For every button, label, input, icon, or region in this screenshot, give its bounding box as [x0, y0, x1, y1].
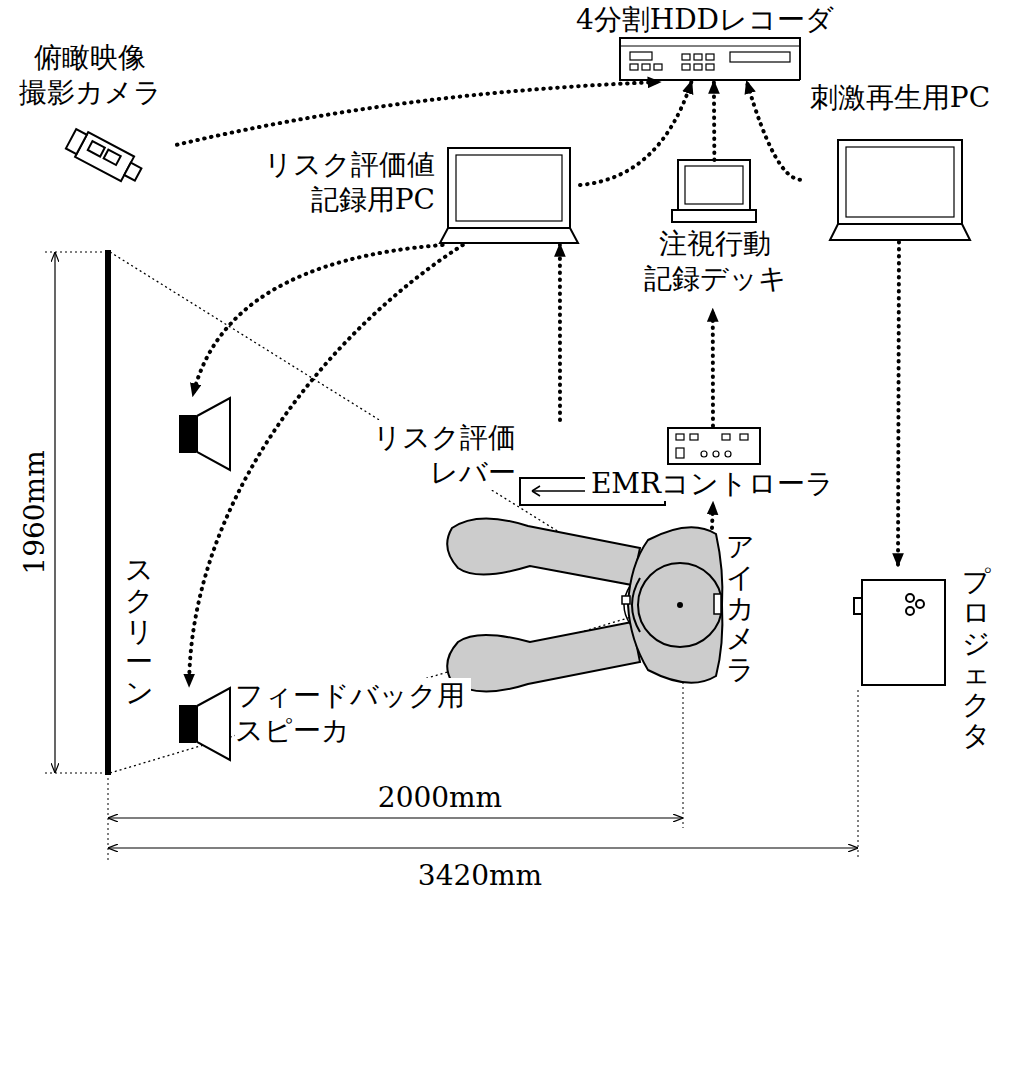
extension-lines [45, 252, 858, 860]
speaker-icon [180, 398, 230, 760]
device-node: 刺激再生用PC [800, 78, 1002, 242]
screen-line [105, 250, 111, 775]
device-label: 俯瞰映像 撮影カメラ [5, 40, 175, 110]
device-label: 4分割HDDレコーダ [560, 2, 850, 37]
signal-connector [711, 310, 715, 426]
signal-connector [896, 242, 901, 565]
dimension-label: 3420mm [360, 858, 600, 893]
device-node: EMRコントローラ [585, 426, 842, 503]
device-label: プロジェクタ [962, 567, 990, 752]
device-node: リスク評価値 記録用PC [245, 145, 580, 245]
signal-connector [558, 245, 562, 420]
monitor-icon [672, 160, 756, 222]
device-label: EMRコントローラ [585, 466, 840, 501]
device-label: 注視行動 記録デッキ [635, 226, 795, 296]
device-label: フィードバック用 スピーカ [235, 678, 471, 748]
sight-line [110, 252, 668, 600]
laptop-icon [830, 140, 970, 240]
device-node: 4分割HDDレコーダ [560, 0, 852, 82]
dimension-lines [55, 252, 858, 848]
device-node: 注視行動 記録デッキ [635, 160, 797, 310]
dimension-label: 1960mm [17, 450, 52, 574]
projector-icon [854, 580, 945, 685]
signal-connector [580, 82, 691, 185]
signal-connector [193, 245, 443, 395]
recorder-icon [620, 38, 800, 80]
device-node: 俯瞰映像 撮影カメラ [5, 38, 177, 195]
person-figure [447, 518, 722, 691]
signal-connector [710, 503, 715, 528]
device-label: 刺激再生用PC [800, 80, 1000, 115]
device-label: リスク評価値 記録用PC [245, 147, 435, 217]
screen-label: スクリーン [125, 555, 153, 709]
device-label: アイカメラ [726, 532, 754, 686]
device-node: アイカメラ [700, 528, 760, 692]
device-label: リスク評価 レバー [368, 420, 516, 490]
controller-icon [668, 428, 760, 464]
signal-connector [712, 82, 716, 160]
camera-icon [64, 126, 144, 186]
signal-connector [747, 82, 800, 180]
laptop-icon [440, 148, 578, 243]
dimension-label: 2000mm [320, 780, 560, 815]
signal-connector [177, 82, 659, 145]
device-node: プロジェクタ [850, 565, 1000, 755]
